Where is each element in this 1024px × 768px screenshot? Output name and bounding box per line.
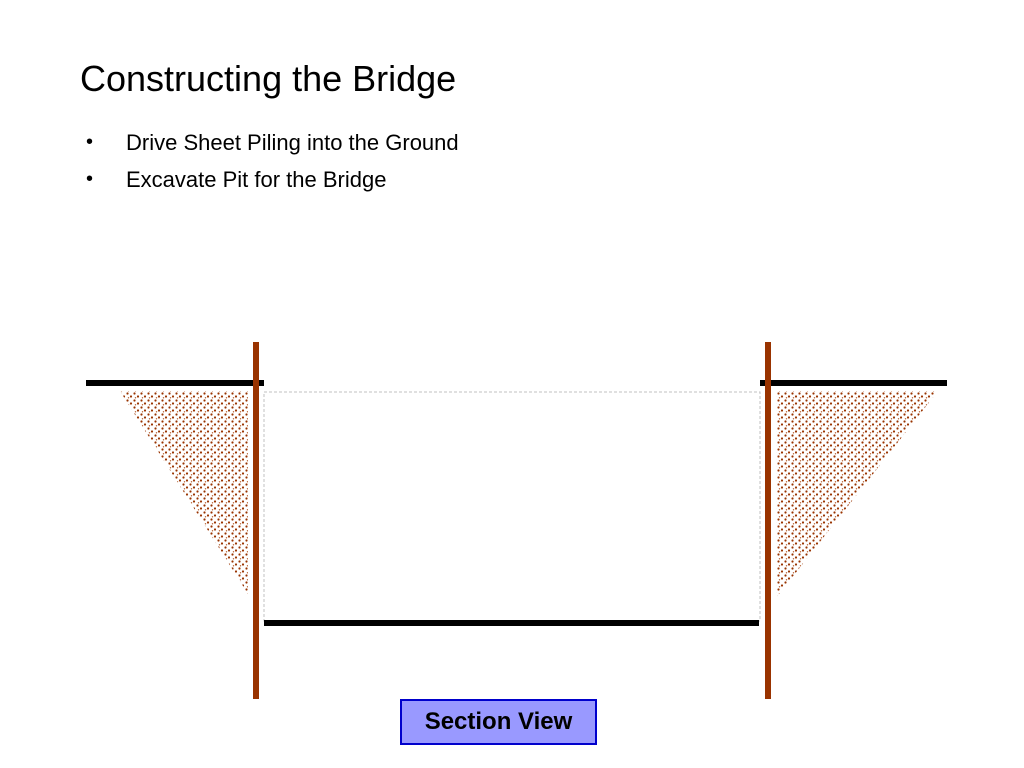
- soil-wedge-left: [120, 391, 248, 594]
- soil-wedge-right: [776, 391, 938, 598]
- bullet-marker: •: [86, 131, 94, 153]
- bullet-marker: •: [86, 168, 94, 190]
- section-view-label: Section View: [400, 699, 597, 745]
- bullet-text: Drive Sheet Piling into the Ground: [126, 130, 459, 155]
- bullet-text: Excavate Pit for the Bridge: [126, 167, 387, 192]
- slide-title: Constructing the Bridge: [80, 58, 457, 99]
- section-view-label-text: Section View: [424, 708, 573, 735]
- pit-outline: [263, 391, 761, 622]
